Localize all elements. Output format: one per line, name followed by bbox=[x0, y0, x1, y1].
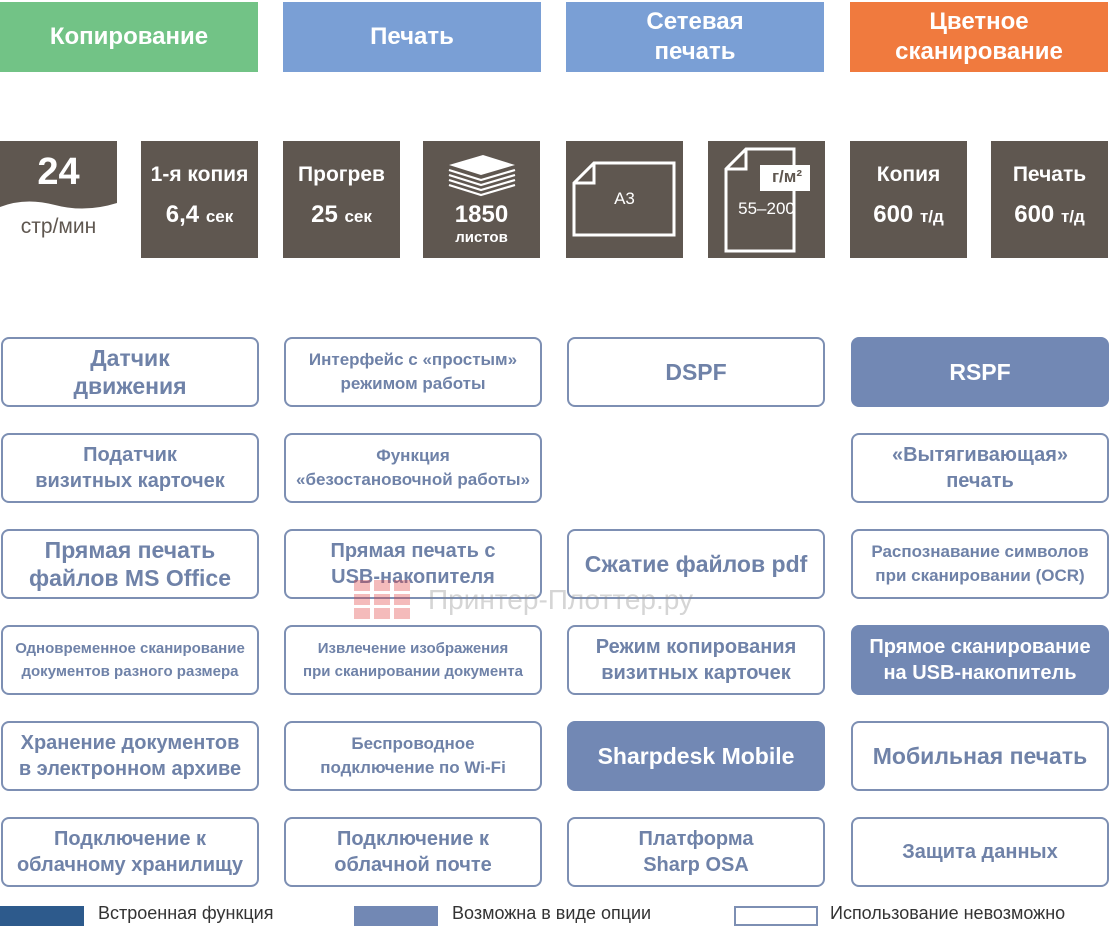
watermark-logo-icon bbox=[354, 580, 412, 620]
feature-scan-usb: Прямое сканирование на USB-накопитель bbox=[851, 625, 1109, 695]
feature-image-extract: Извлечение изображения при сканировании … bbox=[284, 625, 542, 695]
paper-stack-icon bbox=[448, 155, 516, 197]
feature-pull-print: «Вытягивающая» печать bbox=[851, 433, 1109, 503]
watermark-text: Принтер-Плоттер.ру bbox=[428, 584, 694, 615]
warmup-label: Прогрев bbox=[298, 163, 385, 186]
feature-archive: Хранение документов в электронном архиве bbox=[1, 721, 259, 791]
header-copy: Копирование bbox=[0, 2, 258, 72]
feature-nonstop: Функция «безостановочной работы» bbox=[284, 433, 542, 503]
spec-warmup: Прогрев 25 сек bbox=[283, 141, 400, 258]
spec-paper-capacity: 1850 листов bbox=[423, 141, 540, 258]
feature-mixed-scan: Одновременное сканирование документов ра… bbox=[1, 625, 259, 695]
spec-first-copy: 1-я копия 6,4 сек bbox=[141, 141, 258, 258]
header-network-print: Сетевая печать bbox=[566, 2, 824, 72]
feature-osa: Платформа Sharp OSA bbox=[567, 817, 825, 887]
spec-paper-weight: г/м² 55–200 bbox=[708, 141, 825, 258]
feature-pdf-compress: Сжатие файлов pdf bbox=[567, 529, 825, 599]
first-copy-time: 6,4 сек bbox=[165, 201, 234, 228]
legend-builtin-swatch bbox=[0, 906, 84, 926]
paper-capacity-unit: листов bbox=[455, 229, 508, 246]
feature-simple-mode: Интерфейс с «простым» режимом работы bbox=[284, 337, 542, 407]
feature-card-copy: Режим копирования визитных карточек bbox=[567, 625, 825, 695]
paper-capacity-value: 1850 bbox=[454, 201, 509, 228]
feature-usb-print: Прямая печать с USB-накопителя bbox=[284, 529, 542, 599]
paper-a3-icon bbox=[572, 161, 676, 237]
legend-unavailable-label: Использование невозможно bbox=[830, 903, 1066, 923]
copy-res-value: 600 т/д bbox=[873, 201, 944, 228]
first-copy-label: 1-я копия bbox=[150, 163, 249, 186]
legend-optional-swatch bbox=[354, 906, 438, 926]
feature-sharpdesk: Sharpdesk Mobile bbox=[567, 721, 825, 791]
header-color-scan: Цветное сканирование bbox=[850, 2, 1108, 72]
feature-ocr: Распознавание символов при сканировании … bbox=[851, 529, 1109, 599]
spec-copy-resolution: Копия 600 т/д bbox=[850, 141, 967, 258]
print-res-label: Печать bbox=[1012, 163, 1087, 186]
speed-unit: стр/мин bbox=[20, 215, 97, 238]
feature-card-feeder: Податчик визитных карточек bbox=[1, 433, 259, 503]
feature-wifi: Беспроводное подключение по Wi-Fi bbox=[284, 721, 542, 791]
spec-print-resolution: Печать 600 т/д bbox=[991, 141, 1108, 258]
warmup-time: 25 сек bbox=[311, 201, 372, 228]
feature-cloud-storage: Подключение к облачному хранилищу bbox=[1, 817, 259, 887]
feature-ms-office: Прямая печать файлов MS Office bbox=[1, 529, 259, 599]
feature-cloud-mail: Подключение к облачной почте bbox=[284, 817, 542, 887]
feature-dspf: DSPF bbox=[567, 337, 825, 407]
paper-weight-icon bbox=[724, 147, 810, 253]
speed-value: 24 bbox=[37, 151, 80, 193]
feature-mobile-print: Мобильная печать bbox=[851, 721, 1109, 791]
print-res-value: 600 т/д bbox=[1014, 201, 1085, 228]
paper-weight-unit: г/м² bbox=[771, 167, 803, 186]
spec-speed: 24 стр/мин bbox=[0, 141, 117, 258]
paper-size-label: A3 bbox=[614, 189, 635, 208]
header-print: Печать bbox=[283, 2, 541, 72]
spec-paper-size: A3 bbox=[566, 141, 683, 258]
watermark: Принтер-Плоттер.ру bbox=[354, 580, 774, 620]
feature-motion-sensor: Датчик движения bbox=[1, 337, 259, 407]
copy-res-label: Копия bbox=[876, 163, 941, 186]
paper-weight-range: 55–200 bbox=[738, 199, 795, 218]
speed-wave-icon bbox=[0, 201, 117, 258]
feature-rspf: RSPF bbox=[851, 337, 1109, 407]
feature-data-security: Защита данных bbox=[851, 817, 1109, 887]
legend-builtin-label: Встроенная функция bbox=[98, 903, 274, 923]
legend-unavailable-swatch bbox=[734, 906, 818, 926]
legend-optional-label: Возможна в виде опции bbox=[452, 903, 652, 923]
